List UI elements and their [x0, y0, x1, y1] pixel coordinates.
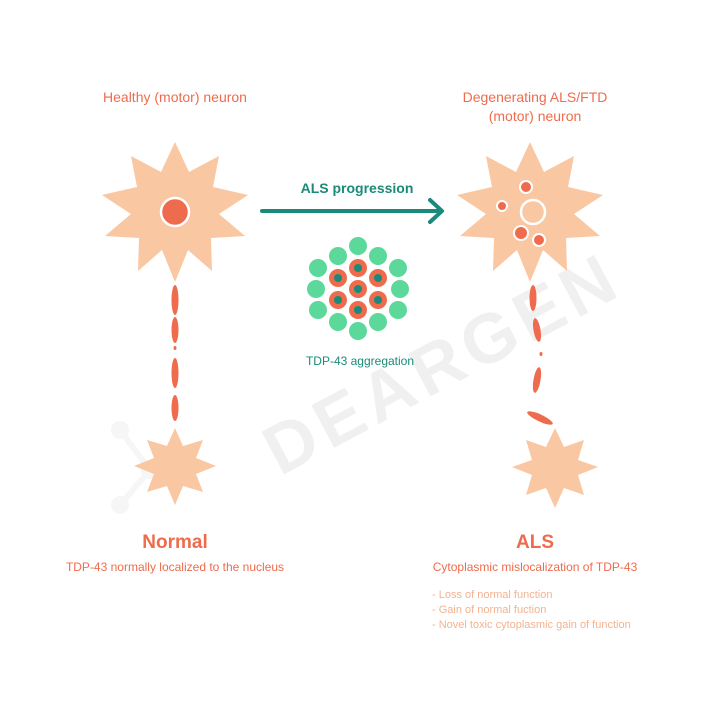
healthy-axon-terminal	[134, 428, 216, 505]
als-consequence-item: - Gain of normal fuction	[432, 604, 547, 616]
healthy-axon	[171, 285, 179, 421]
degenerating-axon-terminal	[512, 428, 598, 508]
arrow-label: ALS progression	[300, 180, 414, 196]
degenerating-nucleus	[519, 198, 547, 226]
degenerating-axon	[527, 285, 553, 425]
aggregation-label: TDP-43 aggregation	[305, 354, 415, 368]
degenerating-neuron-title-line2: (motor) neuron	[488, 108, 582, 124]
als-description: Cytoplasmic mislocalization of TDP-43	[432, 560, 638, 574]
als-heading: ALS	[516, 532, 554, 553]
als-consequence-item: - Loss of normal function	[432, 589, 553, 601]
normal-heading: Normal	[142, 532, 208, 553]
healthy-nucleus	[159, 196, 191, 228]
tdp43-aggregate	[307, 237, 409, 340]
als-consequence-list: - Loss of normal function - Gain of norm…	[432, 588, 692, 633]
cytoplasmic-tdp43	[496, 180, 546, 247]
progression-arrow	[260, 198, 444, 224]
als-consequence-item: - Novel toxic cytoplasmic gain of functi…	[432, 619, 631, 631]
normal-description: TDP-43 normally localized to the nucleus	[65, 560, 285, 574]
degenerating-neuron-soma	[457, 142, 603, 282]
healthy-neuron-title: Healthy (motor) neuron	[103, 89, 247, 105]
degenerating-neuron-title-line1: Degenerating ALS/FTD	[462, 89, 608, 105]
degenerating-neuron-title: Degenerating ALS/FTD (motor) neuron	[420, 88, 650, 126]
